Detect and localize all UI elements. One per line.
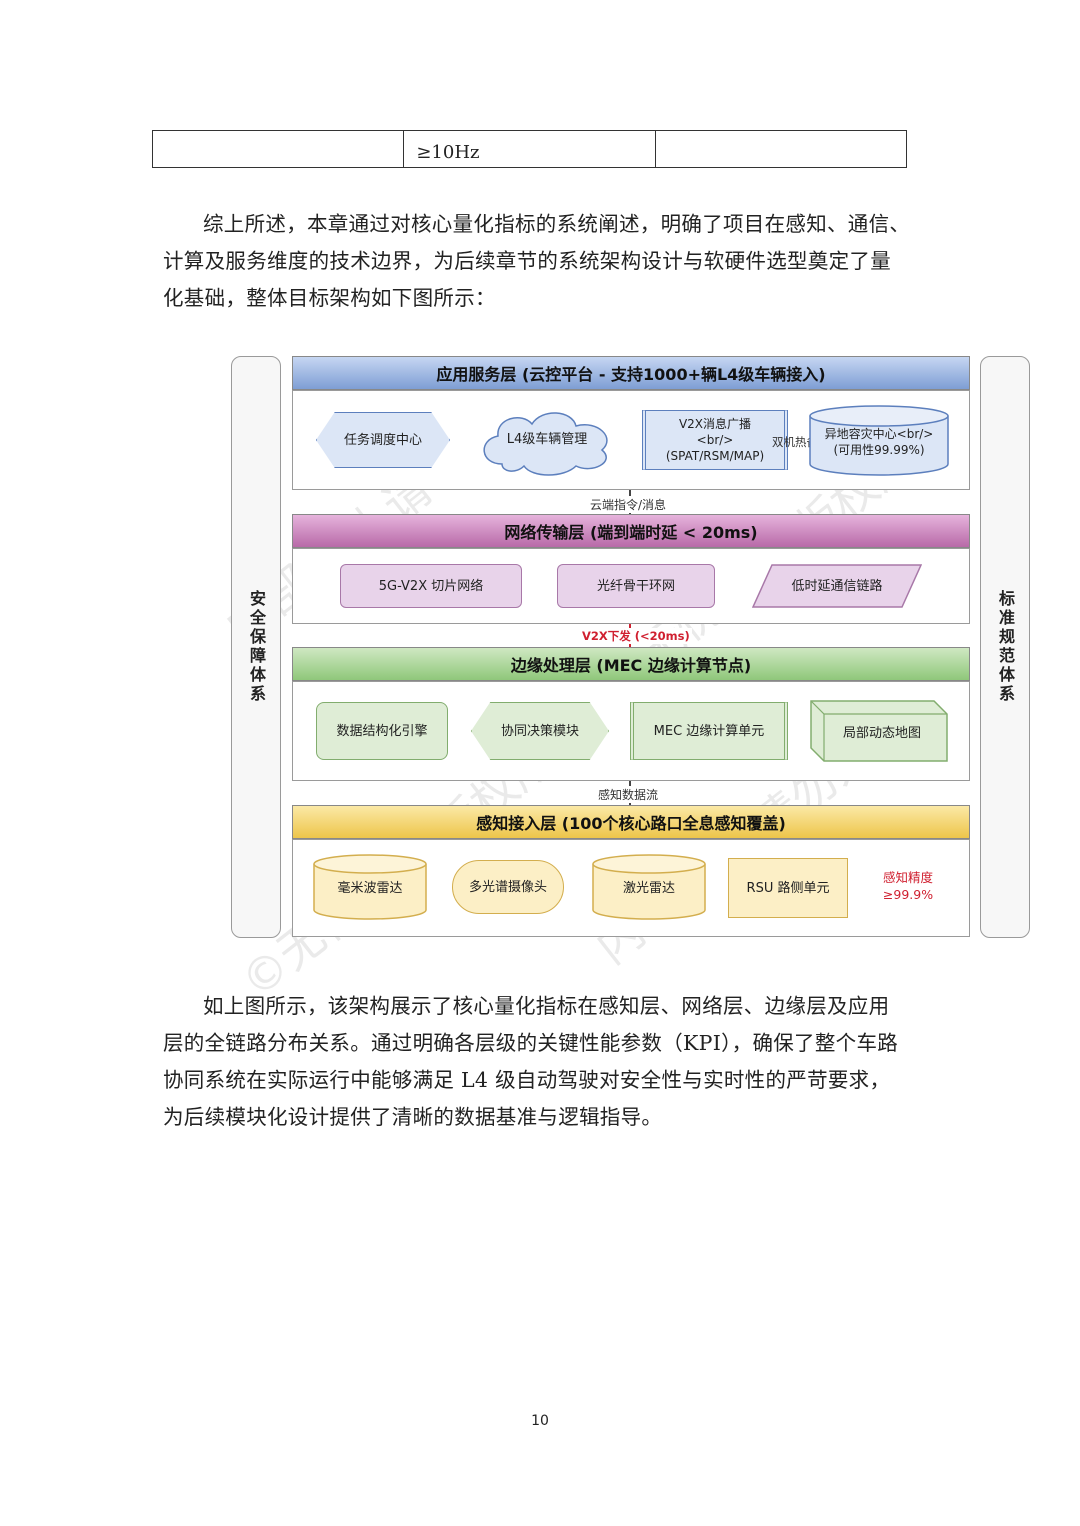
data-structuring-node: 数据结构化引擎 (316, 702, 448, 760)
node-label: 数据结构化引擎 (336, 723, 428, 739)
table-cell: ≥10Hz (404, 131, 656, 167)
page-number: 10 (531, 1413, 549, 1429)
app-layer-title: 应用服务层 (云控平台 - 支持1000+辆L4级车辆接入) (292, 356, 970, 390)
mmwave-radar-node: 毫米波雷达 (313, 866, 427, 910)
summary-paragraph: 综上所述，本章通过对核心量化指标的系统阐述，明确了项目在感知、通信、 计算及服务… (163, 206, 923, 317)
table-cell (153, 131, 405, 167)
task-dispatch-node: 任务调度中心 (316, 412, 450, 468)
v2x-broadcast-node: V2X消息广播 <br/> (SPAT/RSM/MAP) (642, 410, 788, 470)
paragraph-line: 层的全链路分布关系。通过明确各层级的关键性能参数（KPI），确保了整个车路 (163, 1031, 899, 1055)
cloud-shape (483, 412, 608, 476)
database-shape (809, 405, 949, 476)
disaster-recovery-node: 异地容灾中心<br/> (可用性99.99%) (812, 420, 946, 464)
parallelogram-shape (752, 564, 922, 608)
spec-table-row: ≥10Hz (152, 130, 907, 168)
edge-layer-title: 边缘处理层 (MEC 边缘计算节点) (292, 647, 970, 681)
paragraph-line: 协同系统在实际运行中能够满足 L4 级自动驾驶对安全性与实时性的严苛要求， (163, 1068, 891, 1092)
rsu-node: RSU 路侧单元 (728, 858, 848, 918)
table-cell (656, 131, 906, 167)
paragraph-line: 如上图所示，该架构展示了核心量化指标在感知层、网络层、边缘层及应用 (203, 994, 890, 1018)
l4-vehicle-mgmt-node: L4级车辆管理 (482, 424, 612, 454)
collab-decision-node: 协同决策模块 (471, 702, 609, 760)
cylinder-shape (313, 854, 427, 920)
accuracy-annotation: 感知精度 ≥99.9% (862, 864, 954, 908)
paragraph-line: 计算及服务维度的技术边界，为后续章节的系统架构设计与软硬件选型奠定了量 (163, 249, 891, 273)
node-label: 激光雷达 (622, 880, 675, 896)
node-label: L4级车辆管理 (506, 431, 588, 447)
node-label: V2X消息广播 <br/> (SPAT/RSM/MAP) (665, 417, 765, 463)
cylinder-shape (592, 854, 706, 920)
local-dynamic-map-node: 局部动态地图 (820, 712, 944, 754)
node-label: 协同决策模块 (500, 723, 579, 739)
cube-shape (810, 700, 948, 762)
lidar-node: 激光雷达 (592, 866, 706, 910)
node-label: 任务调度中心 (343, 432, 422, 448)
node-label: MEC 边缘计算单元 (653, 723, 765, 739)
conclusion-paragraph: 如上图所示，该架构展示了核心量化指标在感知层、网络层、边缘层及应用 层的全链路分… (163, 988, 923, 1136)
security-system-bar: 安全保障体系 (231, 356, 281, 938)
sensing-dataflow-label: 感知数据流 (596, 786, 661, 803)
fiber-backbone-node: 光纤骨干环网 (557, 564, 715, 608)
node-label: 光纤骨干环网 (596, 578, 675, 594)
standards-system-bar: 标准规范体系 (980, 356, 1030, 938)
hot-standby-label: 双机热备 (772, 435, 818, 449)
node-label: 低时延通信链路 (791, 578, 883, 594)
paragraph-line: 综上所述，本章通过对核心量化指标的系统阐述，明确了项目在感知、通信、 (203, 212, 911, 236)
node-label: 毫米波雷达 (337, 880, 403, 896)
sensing-layer-title: 感知接入层 (100个核心路口全息感知覆盖) (292, 805, 970, 839)
multispectral-camera-node: 多光谱摄像头 (452, 860, 564, 914)
network-layer-title: 网络传输层 (端到端时延 < 20ms) (292, 514, 970, 548)
5g-v2x-slice-node: 5G-V2X 切片网络 (340, 564, 522, 608)
security-system-label: 安全保障体系 (247, 590, 266, 704)
accuracy-label: 感知精度 ≥99.9% (882, 870, 934, 902)
paragraph-line: 为后续模块化设计提供了清晰的数据基准与逻辑指导。 (163, 1105, 663, 1129)
v2x-downlink-label: V2X下发 (<20ms) (580, 628, 692, 644)
node-label: 异地容灾中心<br/> (可用性99.99%) (824, 427, 934, 457)
low-latency-link-node: 低时延通信链路 (762, 564, 912, 608)
paragraph-line: 化基础，整体目标架构如下图所示： (163, 286, 496, 310)
node-label: 局部动态地图 (842, 725, 921, 741)
mec-compute-node: MEC 边缘计算单元 (630, 702, 788, 760)
node-label: 5G-V2X 切片网络 (378, 578, 484, 594)
node-label: 多光谱摄像头 (468, 879, 547, 895)
standards-system-label: 标准规范体系 (996, 590, 1015, 704)
node-label: RSU 路侧单元 (746, 880, 830, 896)
cloud-command-label: 云端指令/消息 (588, 496, 669, 513)
